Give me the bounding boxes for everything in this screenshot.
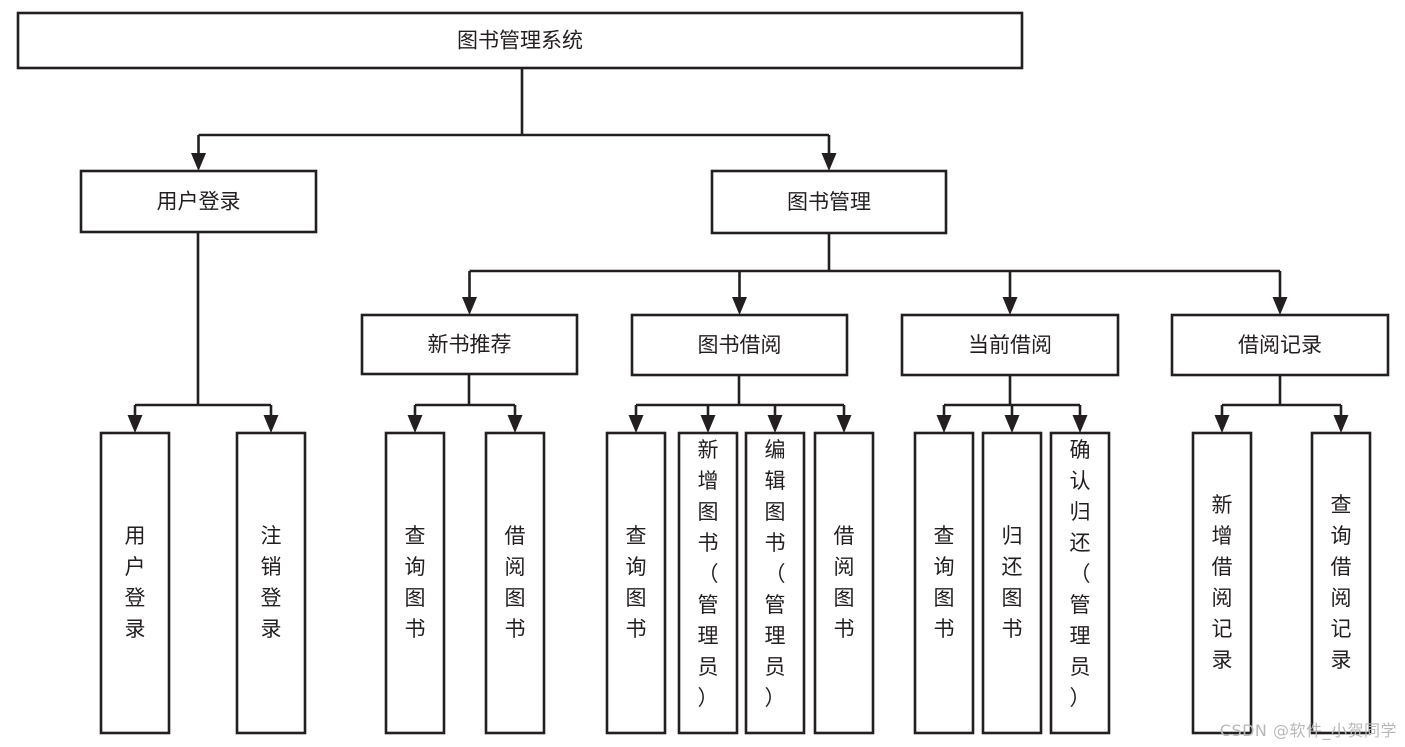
node-leaf_0[interactable]: 用户登录	[99, 431, 171, 735]
node-label: 查询图书	[934, 524, 955, 641]
node-label: 查询图书	[405, 524, 426, 641]
node-label: 用户登录	[125, 524, 146, 641]
arrow-head-icon	[507, 415, 523, 433]
node-leaf_5[interactable]: 新增图书（管理员）	[677, 431, 739, 735]
connector-group	[462, 233, 1288, 315]
arrow-head-icon	[936, 415, 952, 433]
node-root[interactable]: 图书管理系统	[16, 11, 1024, 70]
arrow-head-icon	[628, 415, 644, 433]
arrow-head-icon	[191, 153, 206, 171]
arrow-head-icon	[767, 415, 783, 433]
node-label: 确认归还（管理员）	[1070, 438, 1091, 710]
node-box[interactable]	[913, 431, 975, 735]
node-box[interactable]	[484, 431, 546, 735]
node-box[interactable]	[384, 431, 446, 735]
node-layer: 图书管理系统用户登录图书管理新书推荐图书借阅当前借阅借阅记录用户登录注销登录查询…	[16, 11, 1390, 735]
node-box[interactable]	[360, 313, 579, 376]
node-leaf_1[interactable]: 注销登录	[235, 431, 307, 735]
arrow-head-icon	[263, 415, 279, 433]
node-box[interactable]	[900, 313, 1120, 377]
node-box[interactable]	[630, 313, 849, 377]
node-leaf_11[interactable]: 新增借阅记录	[1191, 431, 1253, 735]
connector-group	[628, 375, 852, 433]
node-box[interactable]	[744, 431, 806, 735]
node-label: 借阅图书	[505, 524, 526, 641]
arrow-head-icon	[732, 297, 747, 315]
node-label: 归还图书	[1002, 524, 1023, 641]
connector-group	[936, 375, 1088, 433]
arrow-head-icon	[407, 415, 423, 433]
node-box[interactable]	[1310, 431, 1372, 735]
arrow-head-icon	[700, 415, 716, 433]
arrow-head-icon	[1002, 297, 1018, 315]
node-box[interactable]	[99, 431, 171, 735]
node-label: 借阅记录	[1238, 333, 1322, 357]
node-box[interactable]	[710, 169, 948, 235]
node-leaf_10[interactable]: 确认归还（管理员）	[1049, 431, 1111, 735]
node-box[interactable]	[1049, 431, 1111, 735]
connector-group	[127, 232, 279, 433]
watermark-label: CSDN @软件_小贺同学	[1219, 721, 1397, 740]
arrow-head-icon	[462, 297, 477, 315]
node-label: 当前借阅	[968, 333, 1052, 357]
node-l2_3[interactable]: 借阅记录	[1170, 313, 1390, 377]
node-label: 用户登录	[157, 190, 241, 214]
arrow-head-icon	[1272, 297, 1288, 315]
arrow-head-icon	[1004, 415, 1020, 433]
node-leaf_12[interactable]: 查询借阅记录	[1310, 431, 1372, 735]
node-box[interactable]	[813, 431, 875, 735]
node-label: 图书借阅	[698, 333, 782, 357]
node-leaf_2[interactable]: 查询图书	[384, 431, 446, 735]
node-leaf_6[interactable]: 编辑图书（管理员）	[744, 431, 806, 735]
node-l2_2[interactable]: 当前借阅	[900, 313, 1120, 377]
node-label: 图书管理系统	[457, 29, 583, 53]
node-leaf_3[interactable]: 借阅图书	[484, 431, 546, 735]
node-l2_1[interactable]: 图书借阅	[630, 313, 849, 377]
connector-group	[191, 68, 837, 171]
node-label: 图书管理	[787, 190, 871, 214]
node-leaf_9[interactable]: 归还图书	[981, 431, 1043, 735]
connector-group	[1214, 375, 1349, 433]
node-label: 借阅图书	[834, 524, 855, 641]
node-label: 注销登录	[261, 524, 282, 641]
node-label: 新书推荐	[428, 333, 512, 357]
node-label: 新增图书（管理员）	[698, 438, 719, 710]
node-box[interactable]	[235, 431, 307, 735]
node-box[interactable]	[16, 11, 1024, 70]
node-label: 新增借阅记录	[1212, 493, 1233, 672]
node-label: 查询图书	[626, 524, 647, 641]
arrow-head-icon	[836, 415, 852, 433]
node-box[interactable]	[1170, 313, 1390, 377]
node-box[interactable]	[981, 431, 1043, 735]
node-l1_0[interactable]: 用户登录	[79, 169, 318, 234]
node-box[interactable]	[605, 431, 667, 735]
node-box[interactable]	[677, 431, 739, 735]
arrow-head-icon	[1333, 415, 1349, 433]
arrow-head-icon	[1214, 415, 1230, 433]
node-leaf_8[interactable]: 查询图书	[913, 431, 975, 735]
connector-layer	[127, 68, 1349, 433]
node-box[interactable]	[1191, 431, 1253, 735]
node-label: 查询借阅记录	[1331, 493, 1352, 672]
node-box[interactable]	[79, 169, 318, 234]
arrow-head-icon	[821, 153, 837, 171]
arrow-head-icon	[1072, 415, 1088, 433]
node-l1_1[interactable]: 图书管理	[710, 169, 948, 235]
arrow-head-icon	[127, 415, 143, 433]
node-leaf_4[interactable]: 查询图书	[605, 431, 667, 735]
connector-group	[407, 374, 523, 433]
node-leaf_7[interactable]: 借阅图书	[813, 431, 875, 735]
node-l2_0[interactable]: 新书推荐	[360, 313, 579, 376]
node-label: 编辑图书（管理员）	[765, 438, 786, 710]
